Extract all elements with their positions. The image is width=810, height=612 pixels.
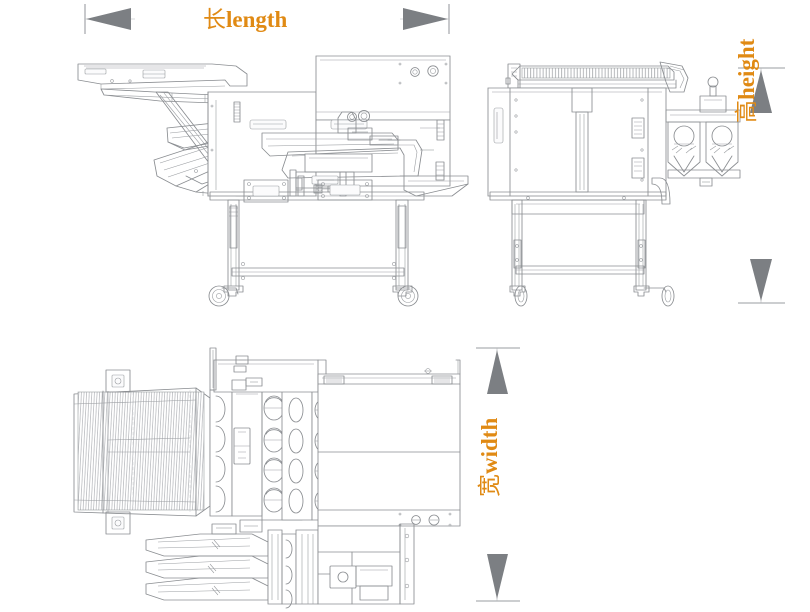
right-arrow-icon <box>403 8 448 30</box>
caster-wheel-icon <box>392 285 419 307</box>
dimension-height <box>738 67 785 304</box>
down-arrow-icon <box>750 259 772 301</box>
dimension-label-height: 高height <box>734 0 760 123</box>
dimension-label-width-latin: width <box>477 417 502 474</box>
side-view-outfeed-chute <box>403 175 469 197</box>
front-view-handle <box>493 107 504 144</box>
control-knob-icon <box>411 515 421 525</box>
caster-wheel-icon <box>509 285 528 307</box>
front-view-comb-roller <box>505 61 689 93</box>
side-view <box>77 55 469 307</box>
control-knob-icon <box>427 65 439 77</box>
front-view-stand <box>489 191 675 307</box>
side-view-stand <box>208 179 425 307</box>
top-view-comb-conveyor <box>73 369 211 535</box>
top-view-upper-cover <box>213 355 319 393</box>
control-knob-icon <box>410 67 420 77</box>
dimension-label-height-latin: height <box>734 38 759 100</box>
dimension-label-height-cjk: 高 <box>734 100 760 123</box>
dimension-width <box>476 347 520 602</box>
dimension-length <box>84 4 450 34</box>
caster-wheel-icon <box>633 285 675 307</box>
dimension-label-width: 宽width <box>477 357 503 497</box>
top-view-deck <box>317 359 461 527</box>
dimension-label-length-cjk: 长 <box>203 7 226 33</box>
front-view-blade-assembly <box>651 76 741 205</box>
caster-wheel-icon <box>208 285 244 307</box>
lever-knob-icon <box>707 76 719 88</box>
side-view-infeed-conveyor <box>77 63 248 188</box>
dimension-label-length-latin: length <box>226 7 288 32</box>
front-view-cabinet <box>487 87 667 197</box>
down-arrow-icon <box>487 554 508 599</box>
control-knob-icon <box>428 514 440 526</box>
up-arrow-icon <box>487 350 508 394</box>
front-view <box>487 61 741 307</box>
side-view-cabinet <box>207 55 451 197</box>
side-view-cutting-mechanism <box>233 101 423 197</box>
top-view-roller-bank <box>209 385 335 521</box>
dimension-label-width-cjk: 宽 <box>477 474 503 497</box>
dimension-label-length: 长length <box>203 8 287 32</box>
top-view-blade-fan <box>145 519 415 609</box>
top-view-side-rail <box>209 347 263 391</box>
left-arrow-icon <box>86 8 131 30</box>
top-view <box>73 347 461 609</box>
up-arrow-icon <box>750 70 772 113</box>
